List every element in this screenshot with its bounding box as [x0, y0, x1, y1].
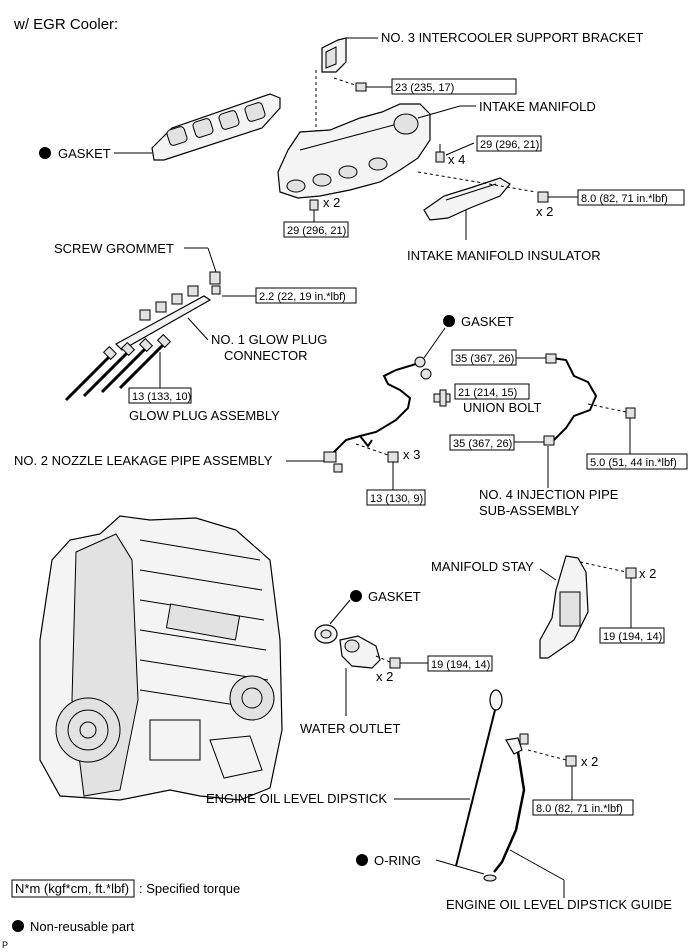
bolt-icon	[389, 657, 401, 669]
intake-manifold-insulator	[423, 177, 511, 221]
label-intake-manifold: INTAKE MANIFOLD	[479, 99, 596, 114]
qty-insulator: x 2	[536, 204, 553, 219]
qty-nozzle: x 3	[403, 447, 420, 462]
label-gasket-outlet: GASKET	[368, 589, 421, 604]
manifold-stay	[539, 555, 589, 659]
glow-plug-assembly	[64, 333, 172, 402]
label-glow-connector-1: NO. 1 GLOW PLUG	[211, 332, 327, 347]
nozzle-leakage-pipe	[323, 363, 417, 473]
water-outlet	[339, 635, 381, 669]
torque-inj-clamp: 5.0 (51, 44 in.*lbf)	[590, 457, 677, 469]
engine-oil-level-dipstick-guide	[483, 733, 529, 882]
injection-pipe	[543, 353, 598, 446]
qty-manifold-a: x 4	[448, 152, 465, 167]
torque-stay: 19 (194, 14)	[603, 631, 662, 643]
label-o-ring: O-RING	[374, 853, 421, 868]
engine-oil-level-dipstick	[455, 689, 503, 867]
manifold-gasket	[151, 93, 281, 161]
intake-manifold	[277, 103, 431, 199]
label-injection-pipe-1: NO. 4 INJECTION PIPE	[479, 487, 619, 502]
engine-assembly	[39, 515, 283, 801]
bolt-icon	[565, 755, 577, 767]
intercooler-support-bracket	[321, 37, 347, 73]
outlet-gasket	[314, 624, 338, 644]
label-intercooler-bracket: NO. 3 INTERCOOLER SUPPORT BRACKET	[381, 30, 644, 45]
torque-bracket: 23 (235, 17)	[395, 82, 454, 94]
qty-stay: x 2	[639, 566, 656, 581]
torque-union-bolt: 21 (214, 15)	[458, 387, 517, 399]
qty-manifold-b: x 2	[323, 195, 340, 210]
torque-manifold-b: 29 (296, 21)	[287, 225, 346, 237]
qty-outlet: x 2	[376, 669, 393, 684]
qty-guide: x 2	[581, 754, 598, 769]
label-gasket-pipe: GASKET	[461, 314, 514, 329]
bolt-icon	[625, 407, 636, 419]
glow-plug-connector	[115, 285, 212, 351]
bolt-icon	[625, 567, 637, 579]
label-nozzle-pipe: NO. 2 NOZZLE LEAKAGE PIPE ASSEMBLY	[14, 453, 273, 468]
footer-code: P	[2, 940, 8, 950]
label-injection-pipe-2: SUB-ASSEMBLY	[479, 503, 580, 518]
diagram-title: w/ EGR Cooler:	[13, 16, 118, 33]
torque-grommet: 2.2 (22, 19 in.*lbf)	[259, 291, 346, 303]
nonreusable-dot-icon	[12, 920, 24, 932]
legend-nonreusable: Non-reusable part	[30, 919, 134, 934]
label-union-bolt: UNION BOLT	[463, 400, 542, 415]
label-glow-plug: GLOW PLUG ASSEMBLY	[129, 408, 280, 423]
bolt-icon	[537, 191, 549, 203]
torque-insulator: 8.0 (82, 71 in.*lbf)	[581, 193, 668, 205]
bolt-icon	[309, 199, 319, 211]
nonreusable-dot-icon	[39, 147, 51, 159]
nonreusable-dot-icon	[443, 315, 455, 327]
label-dipstick-guide: ENGINE OIL LEVEL DIPSTICK GUIDE	[446, 897, 672, 912]
torque-inj-upper: 35 (367, 26)	[455, 353, 514, 365]
nonreusable-dot-icon	[356, 854, 368, 866]
legend-torque-box	[11, 879, 135, 898]
label-gasket-manifold: GASKET	[58, 146, 111, 161]
label-screw-grommet: SCREW GROMMET	[54, 241, 174, 256]
torque-inj-lower: 35 (367, 26)	[453, 438, 512, 450]
label-glow-connector-2: CONNECTOR	[224, 348, 308, 363]
torque-glow: 13 (133, 10)	[132, 391, 191, 403]
label-dipstick: ENGINE OIL LEVEL DIPSTICK	[206, 791, 387, 806]
label-manifold-stay: MANIFOLD STAY	[431, 559, 534, 574]
nonreusable-dot-icon	[350, 590, 362, 602]
legend-torque-desc: : Specified torque	[139, 881, 240, 896]
bolt-icon	[435, 144, 445, 163]
torque-nozzle: 13 (130, 9)	[370, 493, 423, 505]
legend-torque-unit: N*m (kgf*cm, ft.*lbf)	[15, 881, 129, 896]
bolt-icon	[387, 451, 399, 463]
union-bolt	[433, 389, 451, 407]
torque-guide: 8.0 (82, 71 in.*lbf)	[536, 803, 623, 815]
label-water-outlet: WATER OUTLET	[300, 721, 400, 736]
pipe-gasket	[414, 356, 432, 380]
bolt-icon	[355, 82, 376, 92]
torque-outlet: 19 (194, 14)	[431, 659, 490, 671]
label-intake-insulator: INTAKE MANIFOLD INSULATOR	[407, 248, 601, 263]
torque-manifold-a: 29 (296, 21)	[480, 139, 539, 151]
screw-grommet	[209, 271, 221, 295]
